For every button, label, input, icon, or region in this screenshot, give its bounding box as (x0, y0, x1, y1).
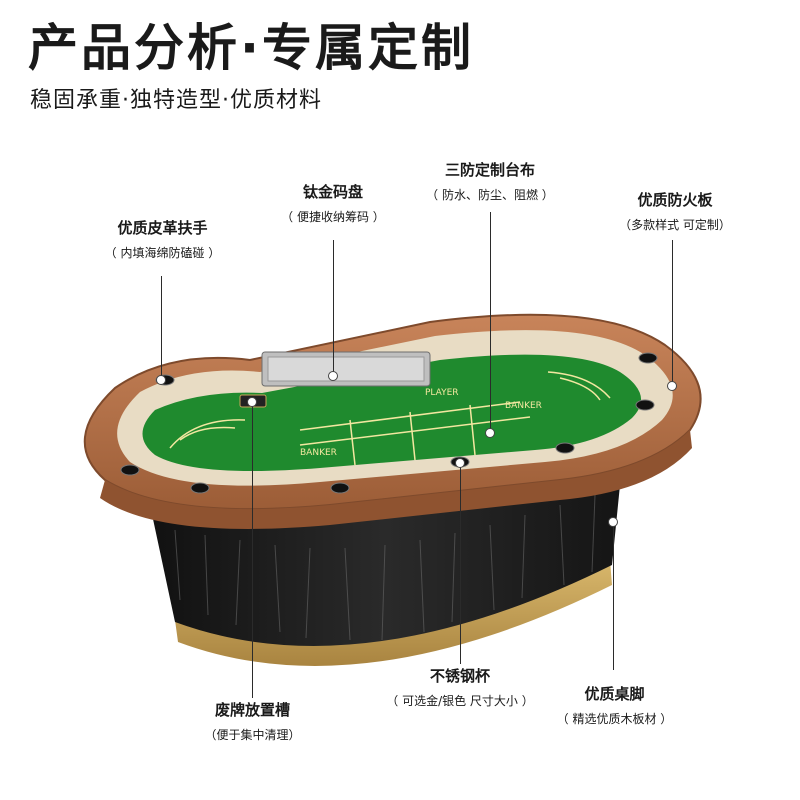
callout-cup: 不锈钢杯 （ 可选金/银色 尺寸大小 ） (370, 666, 550, 710)
marker-armrest (156, 375, 166, 385)
marker-discard-slot (247, 397, 257, 407)
callout-discard-slot: 废牌放置槽 （便于集中清理） (190, 700, 315, 744)
page-subtitle: 稳固承重·独特造型·优质材料 (30, 88, 322, 113)
callout-fireproof-board: 优质防火板 （多款样式 可定制） (610, 190, 740, 234)
leader-fireproof-board (672, 240, 673, 385)
felt-layout (142, 354, 642, 472)
leader-felt (490, 212, 491, 432)
leader-legs (613, 524, 614, 670)
gold-base-band (175, 560, 612, 666)
callout-felt: 三防定制台布 （ 防水、防尘、阻燃 ） (415, 160, 565, 204)
callout-chip-tray: 钛金码盘 （ 便捷收纳筹码 ） (268, 182, 398, 226)
callout-legs-desc: （ 精选优质木板材 ） (556, 712, 673, 726)
marker-cup (455, 458, 465, 468)
callout-discard-slot-desc: （便于集中清理） (204, 728, 301, 742)
callout-cup-name: 不锈钢杯 (429, 667, 490, 685)
leader-discard-slot (252, 403, 253, 698)
wood-grain-pattern (174, 494, 596, 641)
marker-legs (608, 517, 618, 527)
callout-fireproof-board-name: 优质防火板 (637, 191, 713, 209)
callout-cup-desc: （ 可选金/银色 尺寸大小 ） (386, 694, 534, 708)
marker-felt (485, 428, 495, 438)
marker-chip-tray (328, 371, 338, 381)
callout-legs: 优质桌脚 （ 精选优质木板材 ） (552, 684, 677, 728)
leader-armrest (161, 276, 162, 380)
callout-fireproof-board-desc: （多款样式 可定制） (619, 218, 731, 232)
callout-chip-tray-desc: （ 便捷收纳筹码 ） (281, 210, 385, 224)
banker-label: BANKER (300, 448, 337, 458)
marker-fireproof-board (667, 381, 677, 391)
callout-armrest-name: 优质皮革扶手 (117, 219, 208, 237)
player-label: PLAYER (425, 388, 459, 398)
leader-cup (460, 466, 461, 664)
leader-chip-tray (333, 240, 334, 375)
banker-label-2: BANKER (505, 401, 542, 411)
callout-felt-name: 三防定制台布 (444, 161, 535, 179)
callout-felt-desc: （ 防水、防尘、阻燃 ） (426, 188, 554, 202)
callout-armrest: 优质皮革扶手 （ 内填海绵防磕碰 ） (95, 218, 230, 262)
callout-legs-name: 优质桌脚 (584, 685, 645, 703)
callout-armrest-desc: （ 内填海绵防磕碰 ） (104, 246, 221, 260)
callout-chip-tray-name: 钛金码盘 (302, 183, 363, 201)
rail-side (100, 430, 692, 529)
felt-markings (169, 371, 611, 466)
callout-discard-slot-name: 废牌放置槽 (214, 701, 290, 719)
page-title: 产品分析·专属定制 (28, 19, 474, 77)
